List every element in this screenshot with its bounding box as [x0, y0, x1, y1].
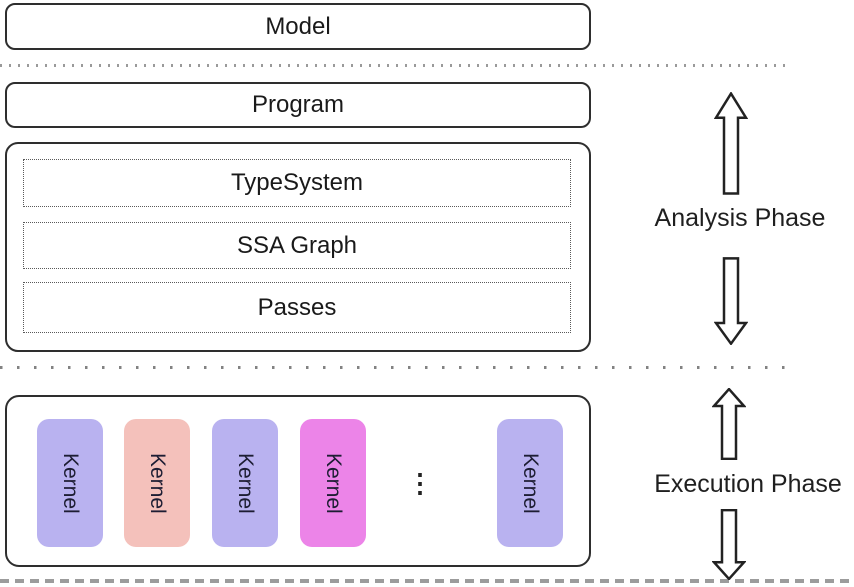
kernel-box-5: Kernel	[497, 419, 563, 547]
execution-container-box: Kernel Kernel Kernel Kernel ⋮ Kernel	[5, 395, 591, 567]
kernel-ellipsis: ⋮	[407, 467, 433, 498]
separator-dotted-top	[0, 64, 792, 67]
program-label: Program	[251, 91, 345, 118]
ssa-graph-label: SSA Graph	[236, 231, 358, 259]
program-box: Program	[5, 82, 591, 128]
kernel-label-5: Kernel	[519, 452, 542, 514]
analysis-up-arrow-icon	[714, 92, 748, 195]
analysis-phase-label: Analysis Phase	[654, 204, 826, 232]
kernel-box-2: Kernel	[124, 419, 190, 547]
analysis-container-box: TypeSystem SSA Graph Passes	[5, 142, 591, 352]
execution-down-arrow-icon	[712, 509, 746, 580]
kernel-label-4: Kernel	[322, 452, 345, 514]
passes-box: Passes	[23, 282, 571, 333]
kernel-box-3: Kernel	[212, 419, 278, 547]
kernel-box-4: Kernel	[300, 419, 366, 547]
kernel-label-2: Kernel	[146, 452, 169, 514]
separator-dashed-bottom	[0, 579, 854, 583]
kernel-label-1: Kernel	[59, 452, 82, 514]
passes-label: Passes	[257, 293, 337, 321]
execution-up-arrow-icon	[712, 388, 746, 460]
typesystem-label: TypeSystem	[230, 169, 364, 196]
model-box: Model	[5, 3, 591, 50]
model-label: Model	[265, 12, 331, 40]
separator-dotted-middle	[0, 366, 796, 369]
analysis-down-arrow-icon	[714, 257, 748, 345]
kernel-label-3: Kernel	[234, 452, 257, 514]
ssa-graph-box: SSA Graph	[23, 222, 571, 269]
execution-phase-label: Execution Phase	[654, 470, 842, 498]
kernel-box-1: Kernel	[37, 419, 103, 547]
typesystem-box: TypeSystem	[23, 159, 571, 207]
